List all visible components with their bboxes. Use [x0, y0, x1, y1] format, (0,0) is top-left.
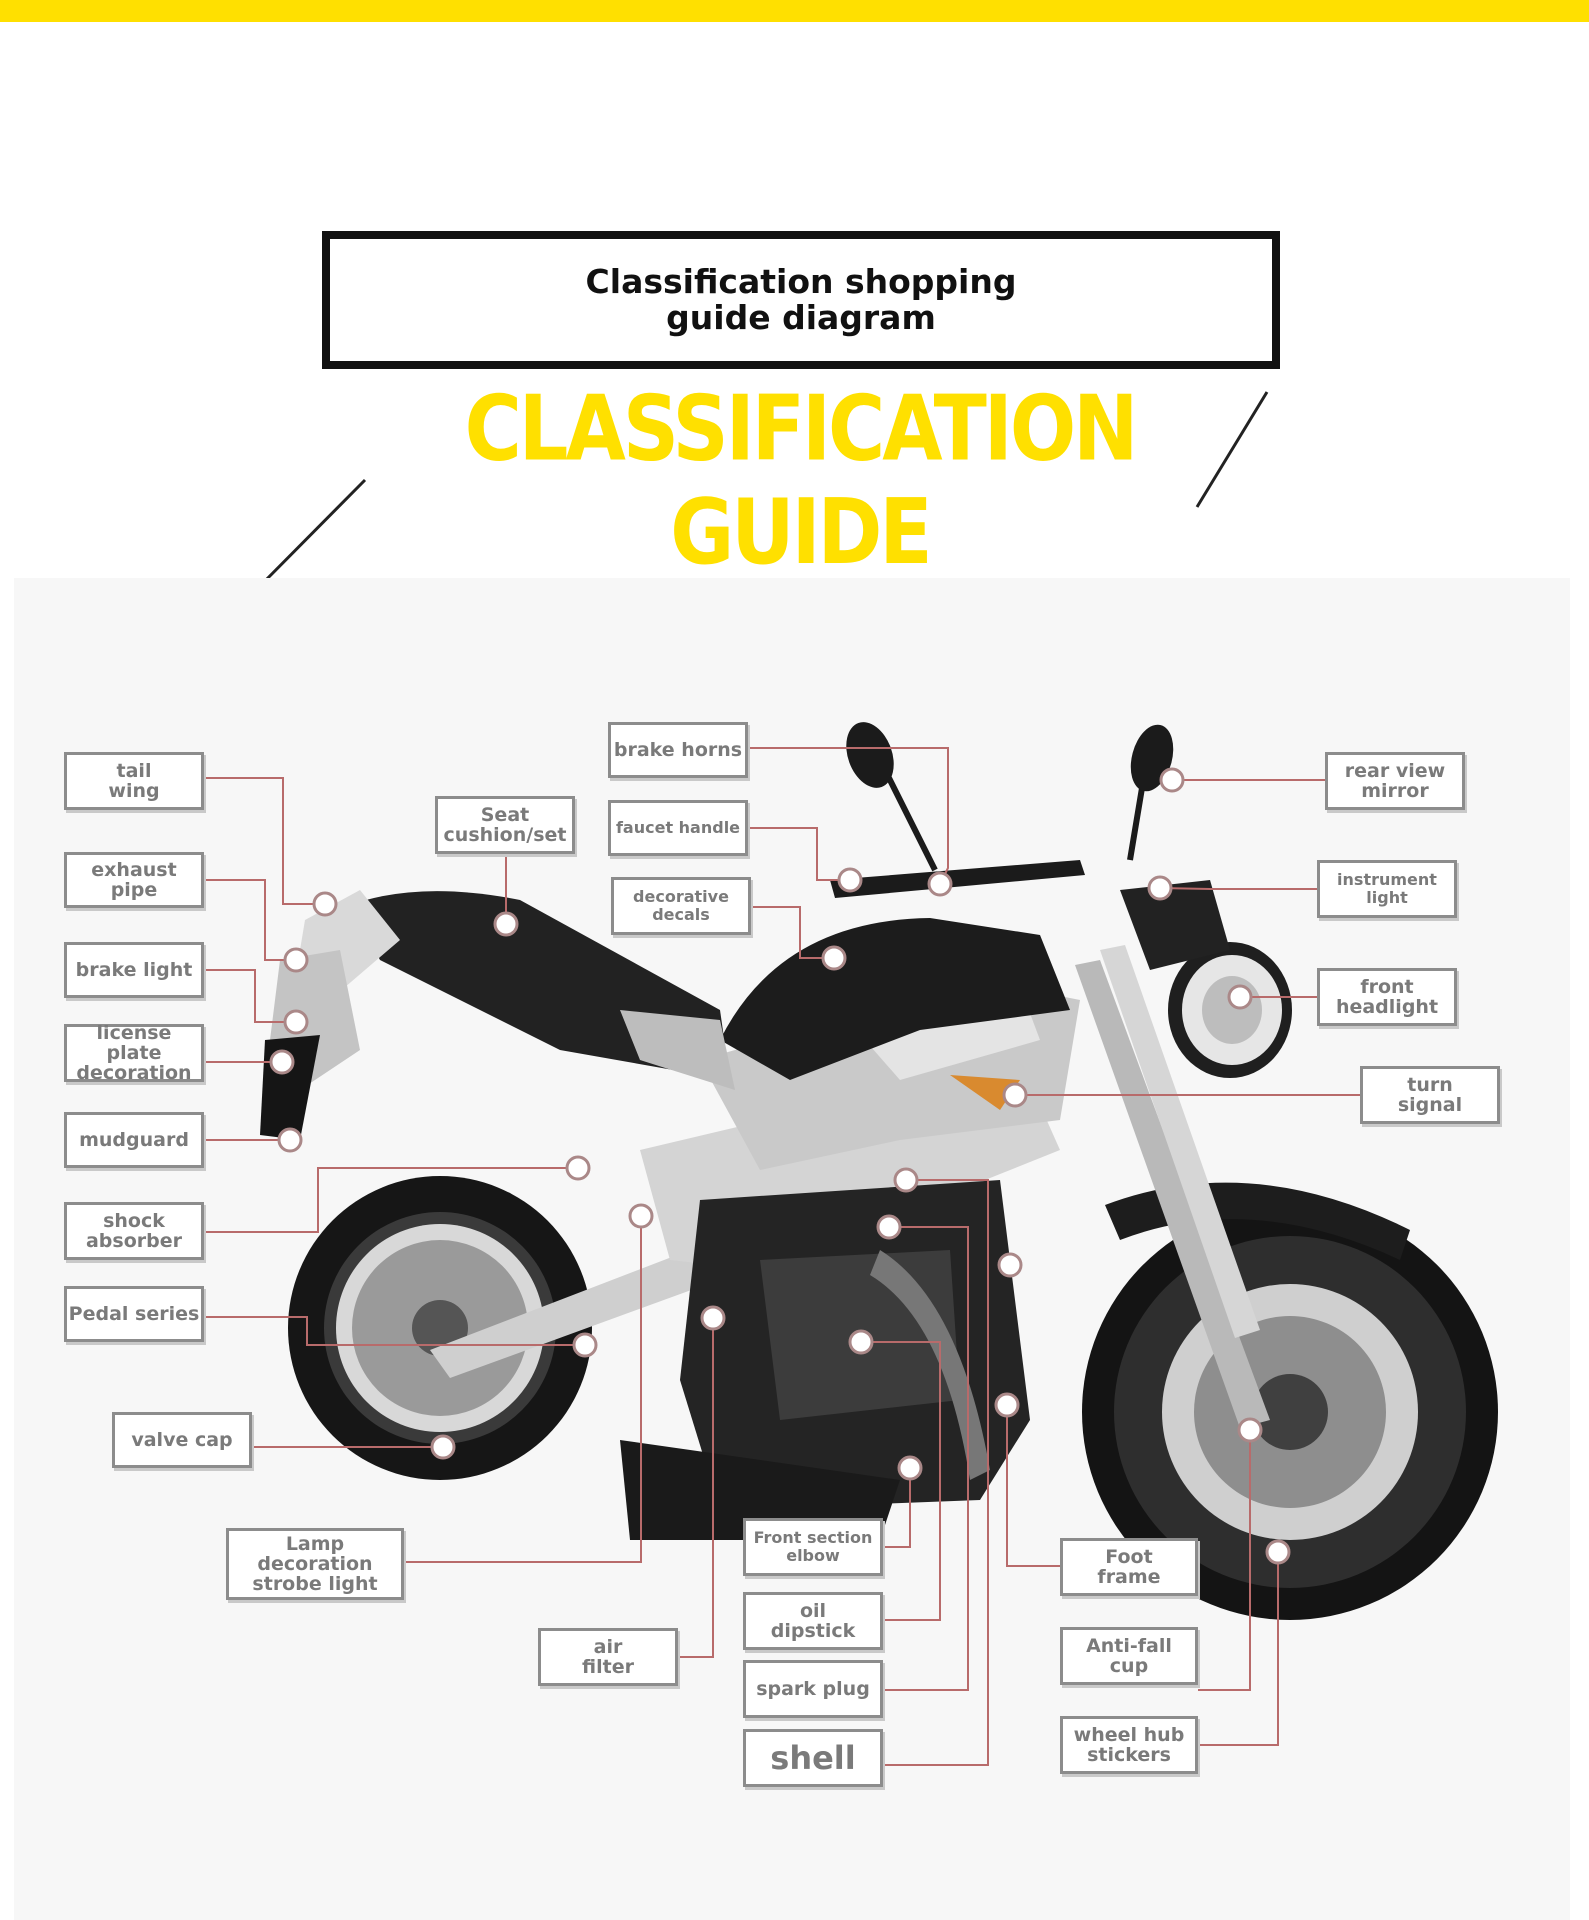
front-fork [1075, 960, 1270, 1428]
handlebar [830, 860, 1085, 898]
label-pedal-series: Pedal series [64, 1286, 204, 1342]
classification-guide-heading: CLASSIFICATION GUIDE [464, 378, 1139, 585]
headlight [1168, 942, 1292, 1078]
left-mirror [846, 722, 894, 788]
title-line-2: guide diagram [666, 298, 936, 337]
leader-lines [204, 747, 1360, 1766]
motorcycle-illustration [260, 722, 1498, 1620]
belly-pan [620, 1440, 900, 1540]
title-line-1: Classification shopping [585, 262, 1017, 301]
label-brake-horns: brake horns [608, 722, 748, 778]
label-faucet-handle: faucet handle [608, 800, 748, 856]
rear-hugger [260, 1035, 320, 1140]
callout-markers [269, 767, 1291, 1565]
top-accent-bar [0, 0, 1589, 22]
label-spark-plug: spark plug [743, 1660, 883, 1718]
turn-signal-lamp [950, 1075, 1020, 1110]
instrument-cluster [1120, 880, 1230, 970]
decorative-slash-lines [254, 391, 1269, 592]
label-shell: shell [743, 1729, 883, 1787]
title-box: Classification shopping guide diagram [322, 231, 1280, 369]
label-mudguard: mudguard [64, 1112, 204, 1168]
rear-wheel [288, 1176, 592, 1480]
label-valve-cap: valve cap [112, 1412, 252, 1468]
label-brake-light: brake light [64, 942, 204, 998]
front-wheel [1082, 1204, 1498, 1620]
